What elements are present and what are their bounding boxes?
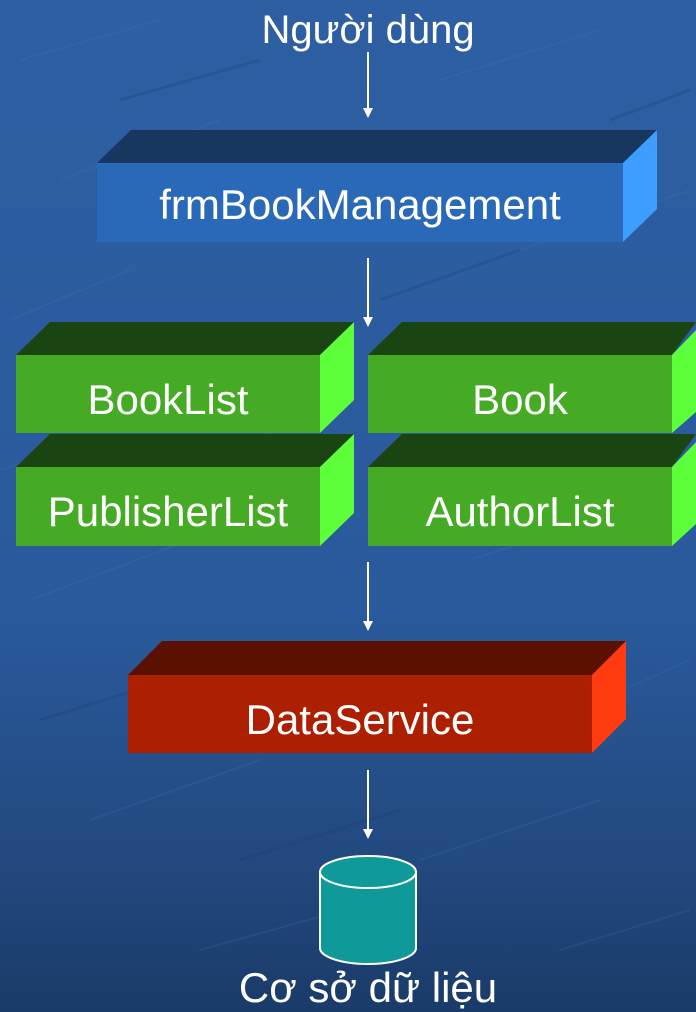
- publisherlist-box: PublisherList: [16, 434, 354, 546]
- form-box-label: frmBookManagement: [159, 181, 561, 228]
- authorlist-box: AuthorList: [368, 434, 696, 546]
- authorlist-box-label: AuthorList: [425, 488, 614, 535]
- dataservice-box-label: DataService: [246, 696, 475, 743]
- publisherlist-box-label: PublisherList: [48, 488, 289, 535]
- booklist-box-label: BookList: [87, 376, 248, 423]
- book-box-label: Book: [472, 376, 569, 423]
- database-icon: [319, 855, 417, 965]
- form-box: frmBookManagement: [97, 130, 657, 242]
- booklist-box: BookList: [16, 322, 354, 433]
- dataservice-box: DataService: [128, 641, 626, 753]
- database-label: Cơ sở dữ liệu: [238, 964, 498, 1011]
- book-box: Book: [368, 322, 696, 433]
- user-label: Người dùng: [261, 8, 475, 52]
